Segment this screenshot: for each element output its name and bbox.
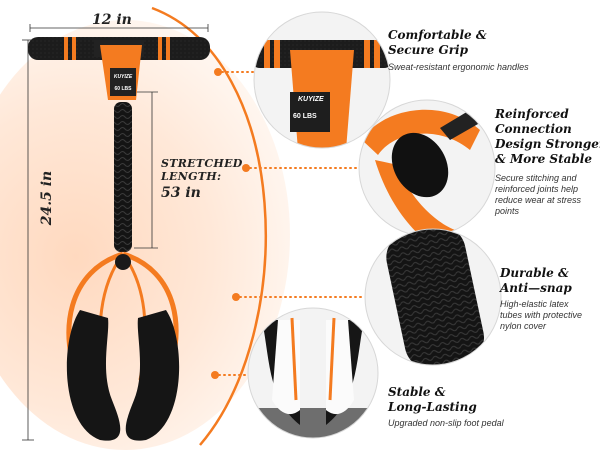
brand-label: KUYIZE [113,74,133,80]
description-line: Upgraded non-slip foot pedal [388,418,504,428]
detail-circle-grip [253,11,391,149]
feature-connection-description: Secure stitching and reinforced joints h… [495,173,595,217]
stretched-length-value: 53 in [161,185,201,201]
width-dimension: 12 in [92,12,132,28]
dimension-lines [22,24,209,441]
description-line: tubes with protective [500,310,583,320]
title-line: Connection [495,122,572,136]
strap [100,45,142,100]
resistance-tube [114,102,132,252]
description-line: points [495,206,520,216]
feature-stable-description: Upgraded non-slip foot pedal [388,418,504,429]
stretched-label-line: STRETCHED [161,157,243,170]
title-line: Long-Lasting [388,400,477,414]
description-line: High-elastic latex [500,299,569,309]
title-line: Durable & [500,266,569,280]
detail-circle-pedal [247,307,379,439]
title-line: Design Stronger [495,137,600,151]
closeup-brand-label: KUYIZE [298,96,324,103]
detail-circle-tube [364,228,502,366]
height-dimension: 24.5 in [39,170,55,226]
title-line: Secure Grip [388,43,468,57]
stretched-length-label: STRETCHED LENGTH: [161,157,243,183]
title-line: Anti—snap [500,281,572,295]
foot-loops [66,251,180,441]
description-line: reduce wear at stress [495,195,582,205]
feature-stable-title: Stable & Long-Lasting [388,385,477,415]
feature-grip-description: Sweat-resistant ergonomic handles [388,62,529,73]
feature-durable-description: High-elastic latex tubes with protective… [500,299,595,332]
feature-durable-title: Durable & Anti—snap [500,266,572,296]
arc-marker [214,68,222,76]
closeup-weight-label: 60 LBS [293,113,317,120]
title-line: & More Stable [495,152,593,166]
description-line: reinforced joints help [495,184,579,194]
connector-lines [218,71,366,376]
feature-connection-title: Reinforced Connection Design Stronger & … [495,107,600,167]
title-line: Comfortable & [388,28,487,42]
description-line: Secure stitching and [495,173,577,183]
arc-marker [232,293,240,301]
stretched-label-line: LENGTH: [161,170,222,183]
description-line: Sweat-resistant ergonomic handles [388,62,529,72]
detail-circle-connection [358,99,496,237]
arc-marker [211,371,219,379]
description-line: nylon cover [500,321,547,331]
arc-marker [242,164,250,172]
title-line: Stable & [388,385,446,399]
feature-grip-title: Comfortable & Secure Grip [388,28,487,58]
title-line: Reinforced [495,107,569,121]
weight-label: 60 LBS [114,86,132,92]
